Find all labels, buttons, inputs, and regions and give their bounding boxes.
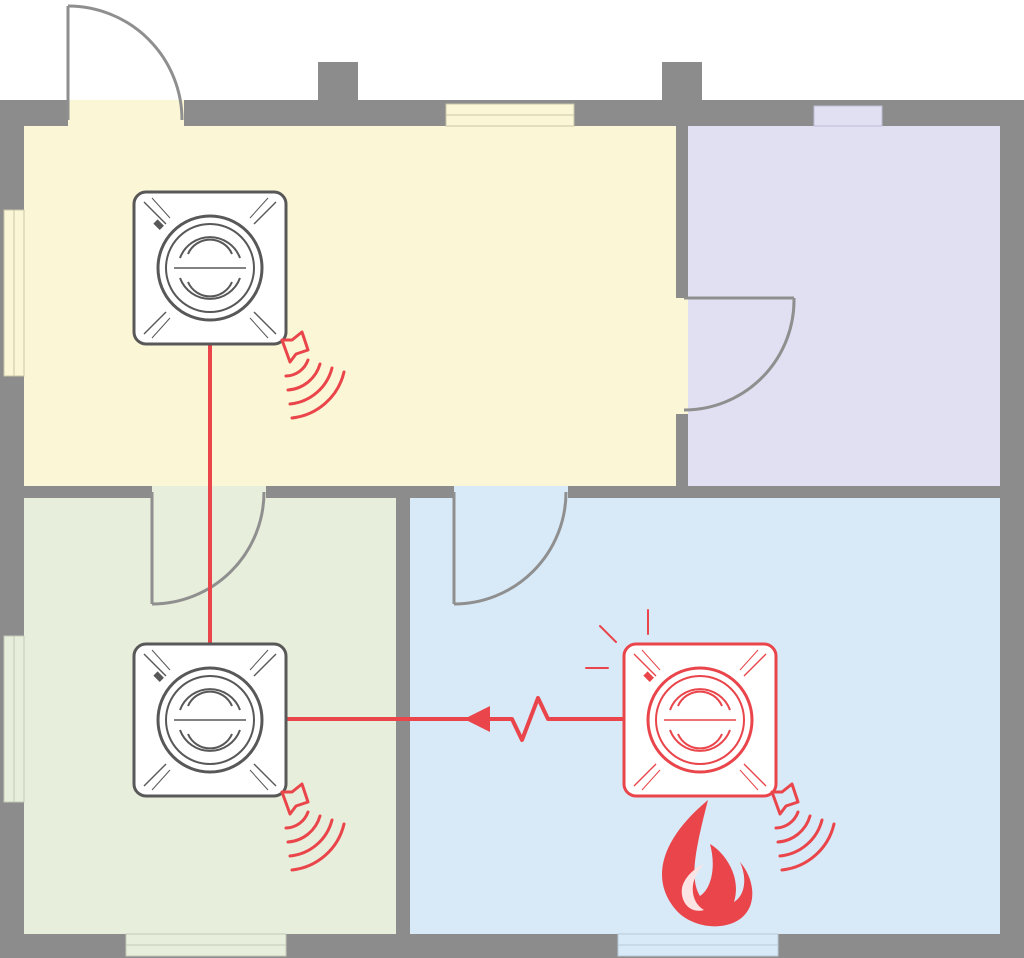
room-hallway: [24, 126, 676, 486]
door-gap-entrance: [68, 100, 184, 126]
fire-icon: [662, 800, 753, 927]
door-gap-kitchen: [454, 486, 568, 498]
door-storage: [683, 296, 796, 412]
smoke-detector-icon-hallway[interactable]: [132, 190, 288, 346]
signal-arrow-icon: [464, 706, 490, 732]
window-top-storage: [813, 105, 883, 127]
door-entrance: [66, 4, 184, 121]
smoke-detector-icon-bedroom[interactable]: [132, 642, 288, 798]
door-kitchen: [452, 491, 568, 606]
room-storage: [688, 126, 1000, 486]
smoke-detector-icon-kitchen-triggered[interactable]: [622, 642, 778, 798]
wall-stub-right: [662, 62, 702, 104]
door-bedroom: [150, 491, 266, 606]
wall-stub-left: [318, 62, 358, 104]
alert-rays-icon: [585, 609, 649, 669]
door-gap-storage: [676, 298, 688, 414]
